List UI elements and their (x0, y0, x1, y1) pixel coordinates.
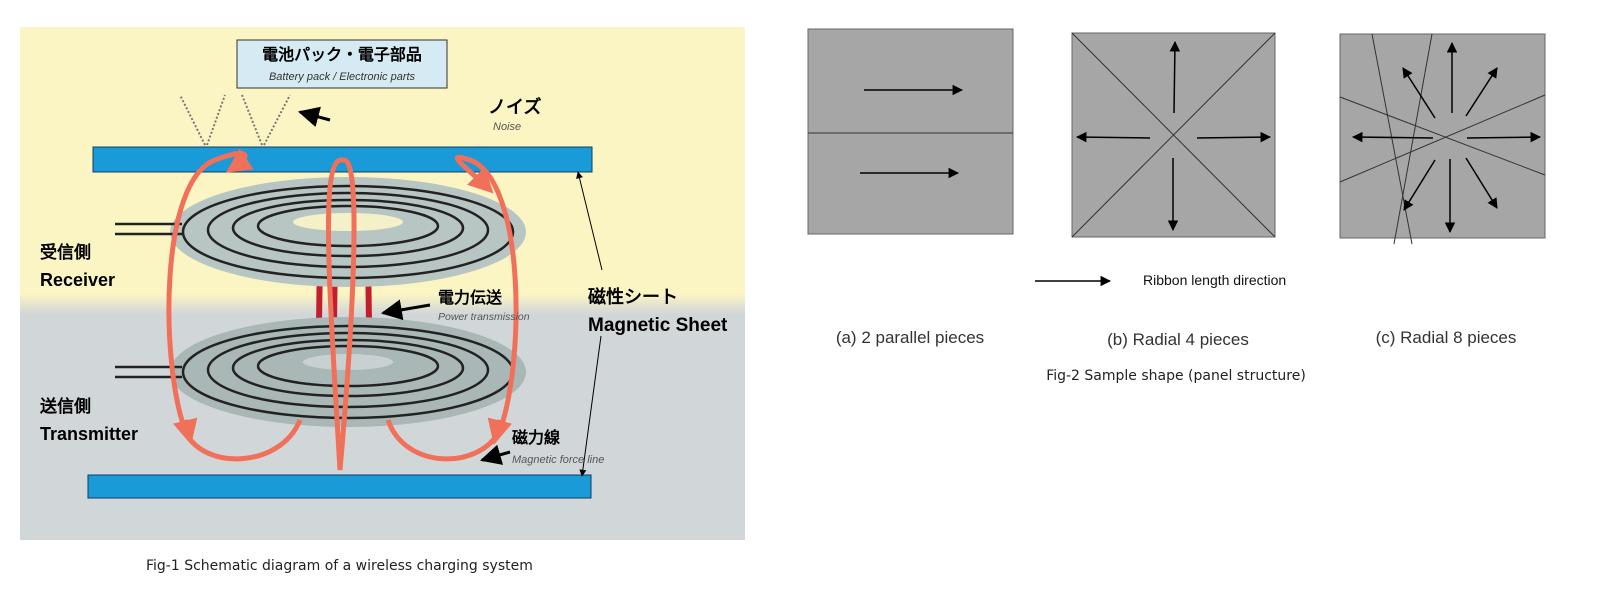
panel-a (807, 28, 1014, 235)
receiver-coil (115, 177, 526, 287)
power-en: Power transmission (438, 311, 530, 323)
force-line-arrow (479, 444, 511, 465)
noise-waves (179, 94, 291, 146)
sheet-arrow-up (576, 171, 603, 271)
fig1-diagram: 電池パック・電子部品 Battery pack / Electronic par… (20, 27, 745, 540)
component-en: Battery pack / Electronic parts (269, 71, 416, 83)
sheet-jp: 磁性シート (588, 286, 678, 308)
component-jp: 電池パック・電子部品 (262, 45, 422, 64)
panel-a-label: (a) 2 parallel pieces (836, 328, 984, 347)
panel-c-label: (c) Radial 8 pieces (1376, 328, 1517, 347)
component-box (236, 39, 448, 89)
force-line-jp: 磁力線 (512, 428, 560, 447)
noise-jp: ノイズ (488, 96, 541, 118)
power-arrow (380, 299, 431, 321)
noise-arrow (297, 106, 331, 128)
noise-en: Noise (493, 121, 521, 133)
sheet-arrow-down (579, 335, 602, 477)
force-line-en: Magnetic force line (512, 454, 604, 466)
legend-label: Ribbon length direction (1143, 272, 1286, 288)
panel-b-label: (b) Radial 4 pieces (1107, 330, 1249, 349)
fig1-caption: Fig-1 Schematic diagram of a wireless ch… (146, 558, 533, 574)
receiver-jp: 受信側 (40, 242, 91, 263)
panel-c (1339, 33, 1546, 245)
panel-b (1071, 32, 1276, 238)
magnetic-sheet-bottom (87, 474, 592, 499)
transmitter-jp: 送信側 (40, 396, 91, 417)
magnetic-force-lines (166, 148, 519, 471)
sheet-en: Magnetic Sheet (588, 315, 728, 336)
transmitter-en: Transmitter (40, 424, 138, 444)
fig2-diagram (807, 28, 1546, 287)
fig2-caption: Fig-2 Sample shape (panel structure) (1046, 368, 1306, 384)
power-jp: 電力伝送 (438, 288, 503, 307)
receiver-en: Receiver (40, 270, 115, 290)
